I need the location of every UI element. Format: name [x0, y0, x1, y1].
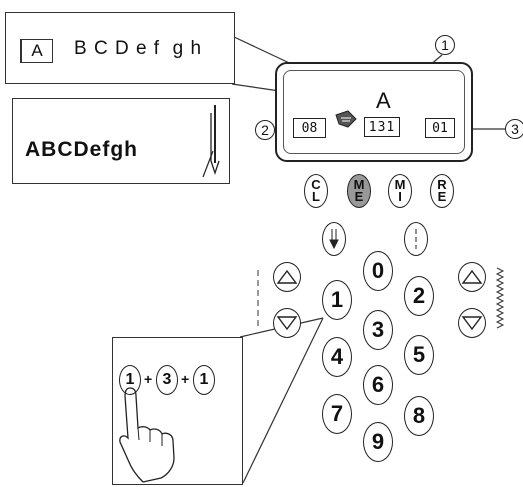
hand-pointer-icon [119, 387, 175, 483]
lcd-display [275, 62, 473, 162]
lcd-pattern-number: 131 [364, 117, 400, 137]
inset-key-3: 3 [156, 365, 178, 395]
preview-text-rest: B C D e f g h [74, 38, 203, 59]
stitch-length-button[interactable] [404, 222, 428, 256]
inset-plus: + [144, 371, 153, 387]
callout-1: 1 [435, 35, 455, 55]
length-up-button[interactable] [458, 262, 486, 292]
key-3[interactable]: 3 [363, 310, 393, 350]
inset-key-1: 1 [119, 365, 141, 395]
key-5[interactable]: 5 [404, 335, 434, 375]
needle-icon [202, 105, 220, 178]
lcd-right-value: 01 [425, 118, 455, 138]
up-arrow-icon [461, 269, 483, 284]
length-down-button[interactable] [458, 308, 486, 338]
inset-plus: + [181, 371, 190, 387]
straight-stitch-icon [415, 229, 417, 249]
presser-foot-icon [335, 110, 357, 128]
inset-key-1: 1 [193, 365, 215, 395]
key-6[interactable]: 6 [363, 365, 393, 405]
lcd-inner-frame [283, 70, 465, 154]
key-0[interactable]: 0 [363, 251, 393, 291]
callout-3: 3 [505, 119, 523, 139]
down-arrow-icon [276, 316, 298, 331]
pattern-preview-plain: A B C D e f g h [5, 12, 235, 84]
up-arrow-icon [276, 269, 298, 284]
key-1[interactable]: 1 [322, 280, 352, 320]
key-2[interactable]: 2 [404, 276, 434, 316]
needle-down-icon [329, 229, 339, 250]
key-9[interactable]: 9 [363, 422, 393, 462]
key-8[interactable]: 8 [404, 396, 434, 436]
key-sequence-inset: 1 + 3 + 1 [112, 337, 243, 485]
width-down-button[interactable] [273, 308, 301, 338]
preview-cursor-letter: A [20, 39, 53, 63]
down-arrow-icon [461, 316, 483, 331]
lcd-left-value: 08 [293, 118, 326, 138]
needle-down-button[interactable] [322, 222, 346, 256]
preview-stitched-text: ABCDefgh [25, 138, 138, 161]
lcd-letter: A [376, 88, 391, 113]
callout-2: 2 [255, 120, 275, 140]
pattern-preview-stitched: ABCDefgh [12, 98, 230, 184]
width-up-button[interactable] [273, 262, 301, 292]
key-4[interactable]: 4 [322, 337, 352, 377]
key-7[interactable]: 7 [322, 394, 352, 434]
